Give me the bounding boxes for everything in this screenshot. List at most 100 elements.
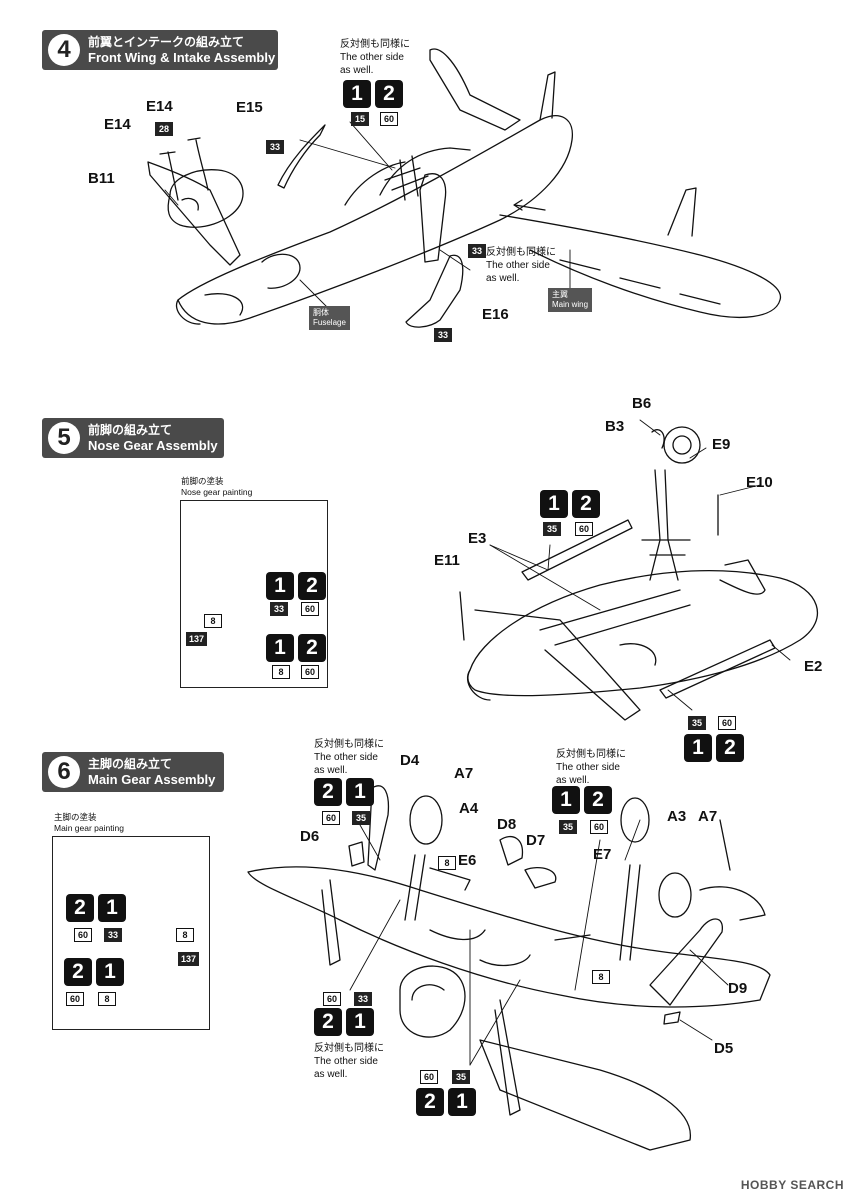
step5-title-en: Nose Gear Assembly (88, 438, 218, 453)
paint-code: 15 (351, 112, 369, 126)
step6-box-badges-top: 2 1 (66, 894, 126, 922)
paint-code: 8 (98, 992, 116, 1006)
step4-small-parts (160, 125, 463, 327)
paint-code: 35 (559, 820, 577, 834)
paint-code: 33 (270, 602, 288, 616)
badge-one: 1 (343, 80, 371, 108)
badge-two: 2 (298, 572, 326, 600)
paint-code: 60 (575, 522, 593, 536)
badge-one: 1 (448, 1088, 476, 1116)
paint-code: 8 (592, 970, 610, 984)
badge-two: 2 (416, 1088, 444, 1116)
step5-header: 5 前脚の組み立て Nose Gear Assembly (42, 418, 224, 458)
badge-two: 2 (572, 490, 600, 518)
badge-two: 2 (64, 958, 92, 986)
paint-code: 60 (66, 992, 84, 1006)
badge-one: 1 (266, 572, 294, 600)
paint-code: 60 (590, 820, 608, 834)
badge-two: 2 (66, 894, 94, 922)
paint-code: 60 (718, 716, 736, 730)
step4-number: 4 (48, 34, 80, 66)
paint-code: 8 (176, 928, 194, 942)
paint-code: 60 (301, 665, 319, 679)
step4-badges: 1 2 (343, 80, 403, 108)
paint-code: 33 (104, 928, 122, 942)
step6-title-en: Main Gear Assembly (88, 772, 216, 787)
part-label: A7 (698, 808, 718, 825)
paint-code: 60 (323, 992, 341, 1006)
part-label: A4 (459, 800, 479, 817)
part-label: B3 (605, 418, 625, 435)
paint-code: 33 (434, 328, 452, 342)
badge-one: 1 (346, 1008, 374, 1036)
step5-box-badges-bottom: 1 2 (266, 634, 326, 662)
part-label: E16 (482, 306, 509, 323)
step6-badges-left: 2 1 (314, 778, 374, 806)
step5-number: 5 (48, 422, 80, 454)
step6-header: 6 主脚の組み立て Main Gear Assembly (42, 752, 224, 792)
watermark: HOBBY SEARCH (740, 1178, 844, 1192)
paint-code: 60 (420, 1070, 438, 1084)
step4-title-jp: 前翼とインテークの組み立て (88, 35, 245, 49)
badge-two: 2 (314, 778, 342, 806)
part-label: B11 (88, 170, 115, 187)
badge-two: 2 (375, 80, 403, 108)
paint-code: 8 (272, 665, 290, 679)
step6-badges-bottom-center: 2 1 (416, 1088, 476, 1116)
paint-code: 8 (438, 856, 456, 870)
paint-code: 60 (380, 112, 398, 126)
part-label: D6 (300, 828, 320, 845)
part-label: D7 (526, 832, 546, 849)
step4-aircraft-drawing (148, 49, 780, 324)
paint-code: 60 (322, 811, 340, 825)
part-label: D5 (714, 1040, 734, 1057)
part-label: E9 (712, 436, 731, 453)
paint-code: 35 (452, 1070, 470, 1084)
paint-code: 33 (266, 140, 284, 154)
step4-title-en: Front Wing & Intake Assembly (88, 50, 276, 65)
badge-one: 1 (266, 634, 294, 662)
badge-one: 1 (98, 894, 126, 922)
paint-code: 35 (352, 811, 370, 825)
paint-code: 35 (543, 522, 561, 536)
paint-code: 137 (186, 632, 208, 646)
part-label: D9 (728, 980, 748, 997)
part-label: E10 (746, 474, 773, 491)
paint-code: 33 (468, 244, 486, 258)
part-label: E3 (468, 530, 487, 547)
step4-header: 4 前翼とインテークの組み立て Front Wing & Intake Asse… (42, 30, 278, 70)
step5-badges-lower: 1 2 (684, 734, 744, 762)
badge-one: 1 (346, 778, 374, 806)
badge-two: 2 (716, 734, 744, 762)
step6-badges-bottom-left: 2 1 (314, 1008, 374, 1036)
step6-aircraft-drawing (248, 786, 770, 1150)
step6-number: 6 (48, 756, 80, 788)
paint-code: 60 (74, 928, 92, 942)
part-label: A7 (454, 765, 474, 782)
badge-one: 1 (96, 958, 124, 986)
step5-aircraft-drawing (460, 427, 817, 720)
badge-one: 1 (684, 734, 712, 762)
paint-code: 137 (178, 952, 200, 966)
step6-box-badges-bottom: 2 1 (64, 958, 124, 986)
part-label: B6 (632, 395, 652, 412)
step5-badges-upper: 1 2 (540, 490, 600, 518)
step5-leaders (490, 420, 790, 710)
part-label: E14 (146, 98, 173, 115)
step6-leaders (350, 820, 728, 1065)
paint-code: 60 (301, 602, 319, 616)
paint-code: 33 (354, 992, 372, 1006)
badge-one: 1 (552, 786, 580, 814)
badge-two: 2 (314, 1008, 342, 1036)
part-label: E7 (593, 846, 612, 863)
part-label: D8 (497, 816, 517, 833)
badge-two: 2 (298, 634, 326, 662)
badge-one: 1 (540, 490, 568, 518)
